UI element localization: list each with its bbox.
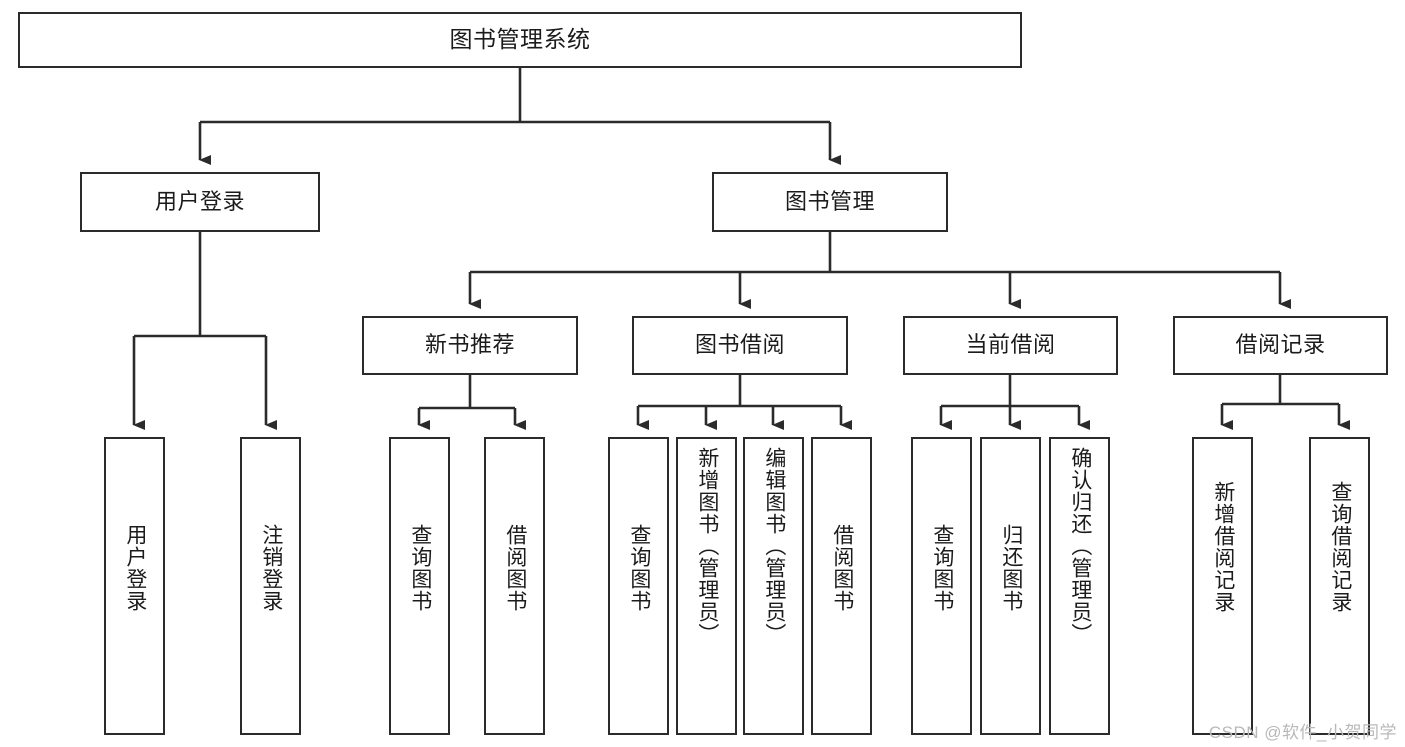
node-root-label: 图书管理系统 [449, 26, 591, 53]
node-new-book-recommend[interactable]: 新书推荐 [362, 316, 578, 375]
node-leaf-add-book-label: 新增图书（管理员） [695, 447, 719, 645]
node-leaf-query-book-1-label: 查询图书 [408, 524, 432, 612]
node-borrow-record-label: 借阅记录 [1235, 332, 1326, 358]
node-borrow-record[interactable]: 借阅记录 [1173, 316, 1388, 375]
node-leaf-return-book[interactable]: 归还图书 [980, 437, 1041, 735]
node-leaf-return-book-label: 归还图书 [999, 524, 1023, 612]
node-leaf-query-book-2[interactable]: 查询图书 [608, 437, 669, 735]
node-leaf-confirm-return[interactable]: 确认归还（管理员） [1049, 437, 1110, 735]
node-current-borrow-label: 当前借阅 [965, 332, 1056, 358]
node-leaf-borrow-book-2[interactable]: 借阅图书 [811, 437, 872, 735]
node-leaf-query-book-1[interactable]: 查询图书 [389, 437, 450, 735]
node-leaf-query-record-label: 查询借阅记录 [1328, 481, 1352, 613]
node-leaf-borrow-book-2-label: 借阅图书 [830, 524, 854, 612]
node-leaf-user-login-label: 用户登录 [123, 524, 147, 612]
node-leaf-logout-label: 注销登录 [259, 524, 283, 612]
node-leaf-query-book-2-label: 查询图书 [627, 524, 651, 612]
node-book-borrow[interactable]: 图书借阅 [632, 316, 848, 375]
node-leaf-confirm-return-label: 确认归还（管理员） [1068, 447, 1092, 645]
node-user-login[interactable]: 用户登录 [80, 172, 320, 232]
node-book-manage-label: 图书管理 [784, 188, 875, 214]
node-leaf-query-book-3-label: 查询图书 [930, 524, 954, 612]
node-user-login-label: 用户登录 [154, 188, 245, 214]
node-leaf-borrow-book-1[interactable]: 借阅图书 [484, 437, 545, 735]
node-book-borrow-label: 图书借阅 [694, 332, 785, 358]
node-leaf-add-record-label: 新增借阅记录 [1211, 481, 1235, 613]
node-leaf-borrow-book-1-label: 借阅图书 [503, 524, 527, 612]
node-leaf-query-record[interactable]: 查询借阅记录 [1309, 437, 1370, 735]
csdn-watermark: CSDN @软件_小贺同学 [1208, 723, 1397, 742]
node-leaf-add-book[interactable]: 新增图书（管理员） [676, 437, 737, 735]
node-new-book-recommend-label: 新书推荐 [424, 332, 515, 358]
node-leaf-logout[interactable]: 注销登录 [240, 437, 301, 735]
node-leaf-user-login[interactable]: 用户登录 [104, 437, 165, 735]
node-leaf-query-book-3[interactable]: 查询图书 [911, 437, 972, 735]
node-leaf-edit-book[interactable]: 编辑图书（管理员） [743, 437, 804, 735]
node-book-manage[interactable]: 图书管理 [712, 172, 948, 232]
node-root[interactable]: 图书管理系统 [18, 12, 1022, 68]
node-current-borrow[interactable]: 当前借阅 [903, 316, 1118, 375]
node-leaf-edit-book-label: 编辑图书（管理员） [762, 447, 786, 645]
node-leaf-add-record[interactable]: 新增借阅记录 [1192, 437, 1253, 735]
